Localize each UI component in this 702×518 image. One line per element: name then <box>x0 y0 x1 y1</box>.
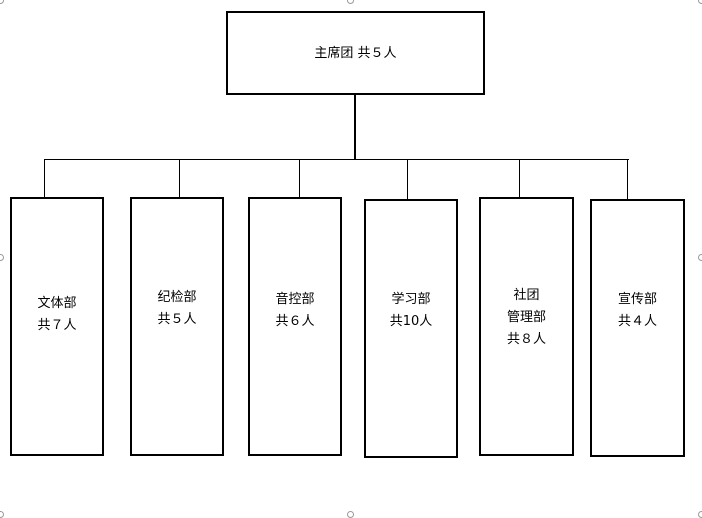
dept-node-count: 共８人 <box>506 332 546 347</box>
dept-node-audio-control[interactable]: 音控部 共６人 <box>248 197 342 456</box>
resize-handle-top-right[interactable] <box>698 0 702 4</box>
horizontal-bus-connector <box>44 159 629 160</box>
resize-handle-top-left[interactable] <box>0 0 4 4</box>
connector-dept-6 <box>627 159 628 200</box>
connector-dept-2 <box>179 159 180 198</box>
dept-node-name-1: 社团 <box>513 288 540 303</box>
dept-node-name-2: 管理部 <box>506 310 546 325</box>
dept-node-count: 共４人 <box>617 314 657 329</box>
dept-node-study[interactable]: 学习部 共10人 <box>364 199 458 458</box>
resize-handle-top-center[interactable] <box>347 0 354 4</box>
connector-dept-1 <box>44 159 45 198</box>
connector-dept-5 <box>519 159 520 198</box>
dept-node-count: 共６人 <box>275 314 315 329</box>
dept-node-count: 共７人 <box>37 318 77 333</box>
dept-node-name: 宣传部 <box>617 292 657 307</box>
root-connector-vertical <box>354 95 356 160</box>
dept-node-name: 学习部 <box>391 292 431 307</box>
root-node-label: 主席团 共５人 <box>314 46 397 61</box>
resize-handle-middle-right[interactable] <box>698 254 702 261</box>
resize-handle-middle-left[interactable] <box>0 254 4 261</box>
dept-node-discipline[interactable]: 纪检部 共５人 <box>130 197 224 456</box>
dept-node-publicity[interactable]: 宣传部 共４人 <box>590 199 685 457</box>
connector-dept-4 <box>407 159 408 200</box>
dept-node-club-management[interactable]: 社团 管理部 共８人 <box>479 197 574 456</box>
dept-node-count: 共10人 <box>389 314 433 329</box>
dept-node-name: 音控部 <box>275 292 315 307</box>
dept-node-count: 共５人 <box>157 312 197 327</box>
connector-dept-3 <box>299 159 300 198</box>
dept-node-name: 文体部 <box>37 296 77 311</box>
dept-node-culture-sports[interactable]: 文体部 共７人 <box>10 197 104 456</box>
root-node-presidium[interactable]: 主席团 共５人 <box>226 11 485 95</box>
dept-node-name: 纪检部 <box>157 290 197 305</box>
